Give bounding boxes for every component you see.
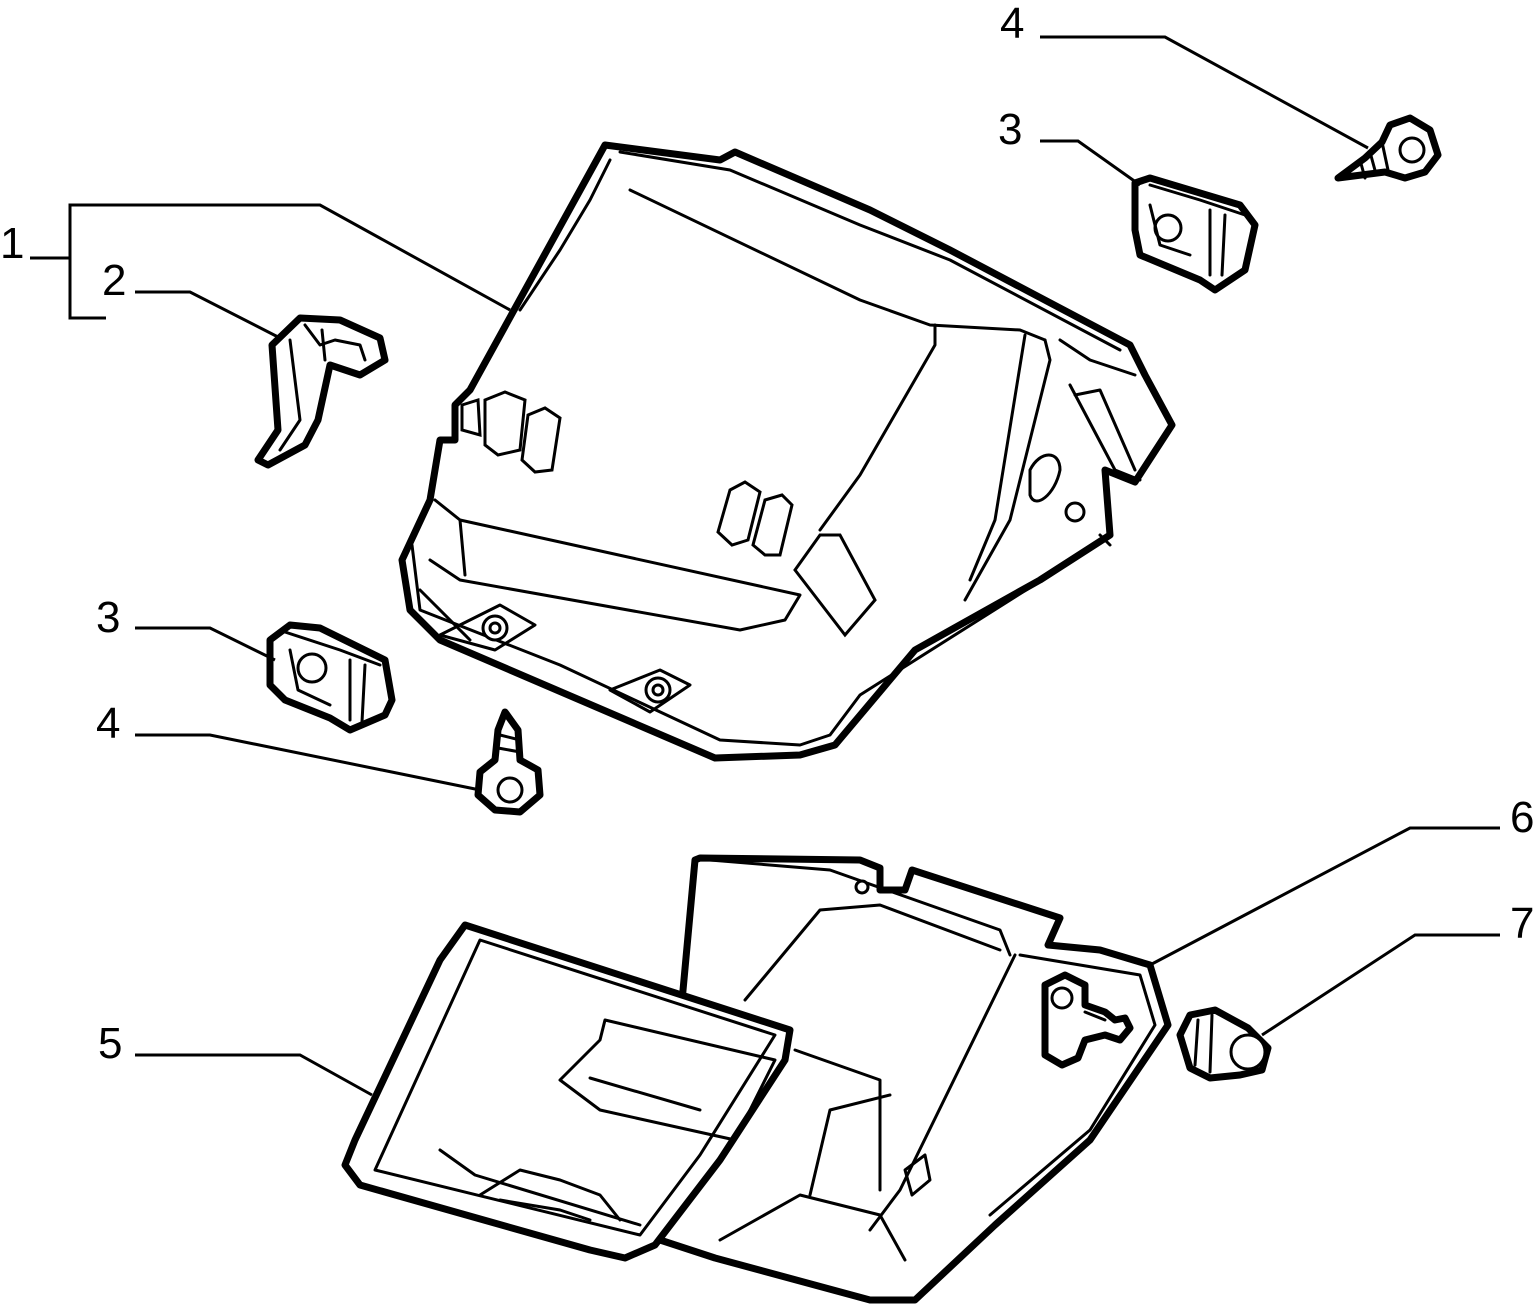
lid-front-frame xyxy=(341,921,794,1262)
callout-number-6: 6 xyxy=(1510,793,1534,842)
callout-3-lower: 3 xyxy=(96,593,276,662)
glove-box-lid xyxy=(341,854,1172,1304)
callout-1: 1 xyxy=(0,203,511,320)
callout-number-3-lower: 3 xyxy=(96,593,120,642)
callout-number-5: 5 xyxy=(98,1019,122,1068)
hinge-pin xyxy=(1041,971,1134,1069)
callout-5: 5 xyxy=(98,1019,373,1097)
callout-2: 2 xyxy=(102,256,281,340)
latch-bracket-outline xyxy=(254,314,389,469)
callout-7: 7 xyxy=(1261,899,1534,1037)
callout-number-4-lower: 4 xyxy=(96,699,120,748)
callout-6: 6 xyxy=(1149,793,1534,967)
glove-box-housing xyxy=(398,141,1176,762)
screw-upper xyxy=(1334,114,1442,182)
callout-number-7: 7 xyxy=(1510,899,1534,948)
callout-number-3-upper: 3 xyxy=(998,105,1022,154)
callout-3-upper: 3 xyxy=(998,105,1141,187)
callout-4-upper: 4 xyxy=(1000,0,1369,150)
clip-nut-lower xyxy=(266,621,396,734)
callout-4-lower: 4 xyxy=(96,699,481,792)
screw-lower xyxy=(474,708,544,816)
clip-nut-upper xyxy=(1131,174,1259,294)
bump-stop xyxy=(1176,1006,1272,1082)
callout-number-1: 1 xyxy=(0,219,24,268)
callout-number-4-upper: 4 xyxy=(1000,0,1024,48)
latch-bracket xyxy=(254,314,389,469)
callout-number-2: 2 xyxy=(102,256,126,305)
